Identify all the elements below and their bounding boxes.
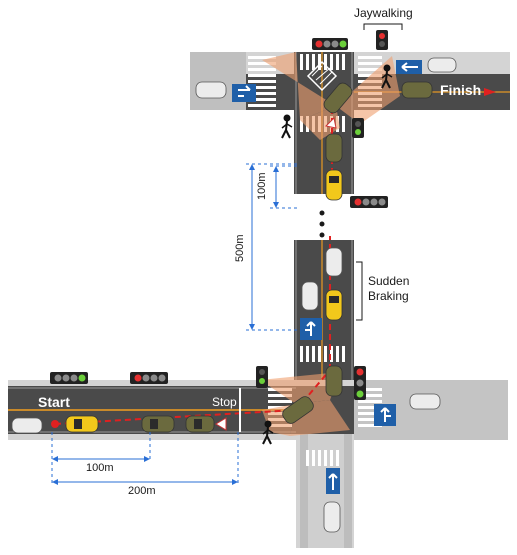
dimension-200m <box>52 432 239 486</box>
crosswalk-top-top <box>300 54 345 70</box>
dimension-100m-horizontal <box>51 432 151 486</box>
sudden-braking-bracket <box>356 261 363 321</box>
car-icon <box>65 415 99 433</box>
pedestrian-icon <box>381 64 393 89</box>
car-icon <box>301 281 319 311</box>
traffic-light-icon <box>352 118 364 138</box>
car-icon <box>323 501 341 533</box>
car-icon <box>323 82 353 114</box>
distance-100m-vertical-label: 100m <box>256 172 268 200</box>
traffic-light-icon <box>312 38 348 50</box>
sidewalks <box>8 52 510 548</box>
car-icon <box>141 415 175 433</box>
sudden-braking-label-line1: Sudden <box>368 274 410 288</box>
road-network <box>8 52 510 548</box>
camera-cone-icon <box>262 52 400 140</box>
direction-arrow-sign-icon <box>326 468 340 494</box>
direction-arrow-sign-icon <box>232 84 256 102</box>
camera-sensor-icon <box>215 116 337 431</box>
car-icon <box>282 396 314 424</box>
direction-arrow-sign-icon <box>374 404 396 426</box>
crosswalk-bottom-bottom <box>306 450 339 466</box>
car-icon <box>11 417 43 434</box>
traffic-light-icon <box>256 366 268 388</box>
traffic-light-icon <box>350 196 388 208</box>
pedestrian-icon <box>262 420 274 445</box>
car-icon <box>427 57 457 73</box>
car-icon <box>195 81 227 99</box>
distance-100m-horizontal-label: 100m <box>86 462 114 474</box>
sudden-braking-label-line2: Braking <box>368 289 409 303</box>
traffic-light-icon <box>354 366 366 400</box>
traffic-light-icon <box>50 372 88 384</box>
direction-arrow-sign-icon <box>396 60 422 74</box>
hatched-junction-box <box>306 60 338 92</box>
car-icon <box>325 289 343 321</box>
dimension-500m <box>246 163 300 331</box>
jaywalking-label: Jaywalking <box>354 6 413 20</box>
car-icon <box>401 81 433 99</box>
car-icon <box>325 133 343 163</box>
crosswalk-top-left <box>248 56 276 107</box>
start-label: Start <box>38 394 70 410</box>
car-icon <box>325 247 343 277</box>
continuation-dots <box>319 210 325 238</box>
traffic-light-icon <box>376 30 388 50</box>
car-icon <box>409 393 441 410</box>
distance-500m-label: 500m <box>234 234 246 262</box>
pedestrian-icon <box>281 114 293 139</box>
jaywalking-bracket <box>363 23 403 30</box>
traffic-light-icon <box>130 372 168 384</box>
crosswalk-bottom-right <box>358 388 382 427</box>
crosswalk-bottom-top <box>300 346 345 362</box>
car-icon <box>185 415 215 433</box>
stop-label: Stop <box>212 395 237 409</box>
ego-path <box>51 88 496 428</box>
direction-arrow-sign-icon <box>300 318 322 340</box>
finish-label: Finish <box>440 82 482 98</box>
distance-200m-label: 200m <box>128 485 156 497</box>
car-icon <box>325 169 343 201</box>
car-icon <box>325 365 343 397</box>
dimension-100m-vertical <box>270 165 300 209</box>
